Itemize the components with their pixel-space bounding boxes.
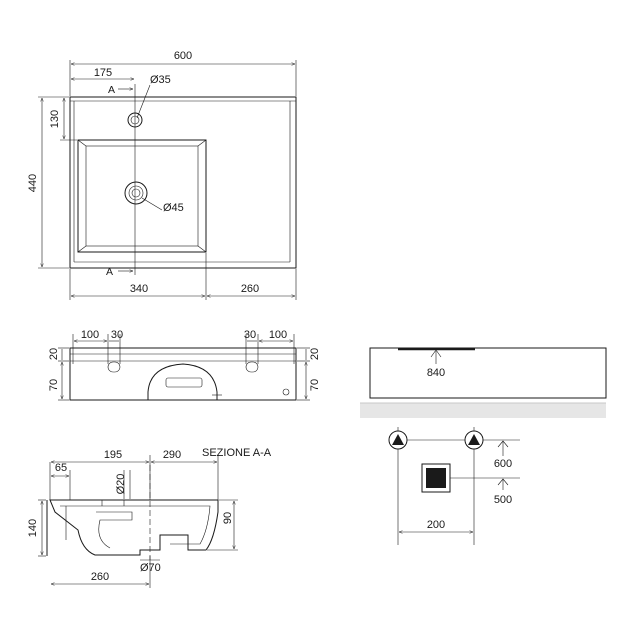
dim-section-inner: 90 (222, 512, 234, 524)
top-outline (69, 96, 297, 269)
dim-width: 600 (174, 50, 192, 62)
dim-front-right-a: 30 (244, 329, 256, 341)
dim-mount-500: 500 (494, 494, 512, 506)
top-view: A A 600 175 Ø35 440 130 Ø45 340 260 (27, 50, 297, 300)
dim-drain: Ø45 (163, 202, 184, 214)
section-mark-top: A (108, 84, 115, 96)
dim-section-height: 140 (27, 519, 39, 537)
dim-tap-offset: 175 (94, 67, 112, 79)
dim-mount-height: 840 (427, 367, 445, 379)
dim-section-65: 65 (55, 462, 67, 474)
front-view: 100 30 30 100 20 70 20 70 (48, 329, 321, 401)
dim-front-height-left: 70 (48, 379, 60, 391)
dim-tap-hole: Ø35 (150, 74, 171, 86)
section-profile (49, 499, 219, 556)
mount-basin-outline (369, 347, 607, 399)
section-mark-bottom: A (106, 266, 113, 278)
dim-section-290: 290 (163, 449, 181, 461)
dim-front-top-left: 20 (48, 348, 60, 360)
front-outline (69, 347, 297, 401)
dim-tap-depth: 130 (49, 110, 61, 128)
dim-front-top-right: 20 (309, 348, 321, 360)
mounting-view: 840 600 500 200 (360, 347, 607, 545)
dim-section-195: 195 (104, 449, 122, 461)
basin-outline (77, 139, 207, 253)
dim-front-left-a: 100 (81, 329, 99, 341)
dim-front-left-b: 30 (111, 329, 123, 341)
dim-section-depth: 260 (91, 571, 109, 583)
floor-band (360, 403, 606, 418)
dim-shelf-width: 260 (241, 283, 259, 295)
section-view: SEZIONE A-A 65 195 290 Ø20 140 (27, 447, 272, 588)
dim-section-tap: Ø20 (115, 474, 127, 495)
section-title: SEZIONE A-A (202, 447, 272, 459)
dim-section-drain: Ø70 (140, 562, 161, 574)
dim-mount-spacing: 200 (427, 519, 445, 531)
drain-hole (124, 181, 148, 205)
dim-mount-600: 600 (494, 458, 512, 470)
dim-front-right-b: 100 (269, 329, 287, 341)
dim-front-height-right: 70 (309, 379, 321, 391)
dim-basin-width: 340 (130, 283, 148, 295)
dim-depth: 440 (27, 174, 39, 192)
